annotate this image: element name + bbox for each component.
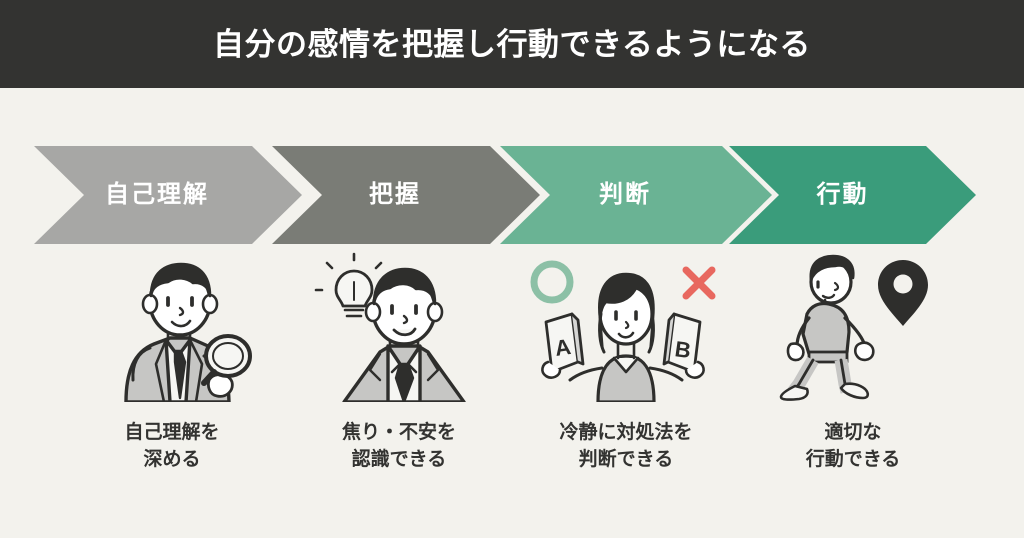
chevron-label-self-understanding: 自己理解 <box>105 181 209 208</box>
walking-person-with-map-pin-icon <box>779 254 928 401</box>
man-with-lightbulb-idea-icon <box>314 252 466 402</box>
step-column-action: 適切な 行動できる <box>739 252 967 474</box>
lightbulb-icon <box>314 252 383 318</box>
svg-text:B: B <box>673 336 692 363</box>
illustration-action <box>753 252 953 402</box>
illustration-judgement: A B <box>526 252 726 402</box>
woman-choosing-a-b-cards-icon: A B <box>530 260 716 402</box>
map-pin-icon <box>878 260 928 326</box>
chevron-step-grasp[interactable]: 把握 <box>272 146 540 244</box>
man-with-magnifying-glass-icon <box>124 262 252 402</box>
caption-grasp: 焦り・不安を 認識できる <box>341 422 456 470</box>
header-bar: 自分の感情を把握し行動できるようになる <box>0 0 1024 88</box>
page-title: 自分の感情を把握し行動できるようになる <box>213 26 811 62</box>
process-chevron-band: 自己理解 把握 判断 行動 <box>0 146 1024 244</box>
caption-self-understanding: 自己理解を 深める <box>124 422 220 470</box>
caption-action: 適切な 行動できる <box>805 422 901 470</box>
step-detail-columns: 自己理解を 深める <box>0 252 1024 502</box>
chevron-step-self-understanding[interactable]: 自己理解 <box>34 146 302 244</box>
step-column-judgement: A B 冷静に対処法を 判断できる <box>512 252 740 474</box>
chevron-label-grasp: 把握 <box>369 181 421 208</box>
chevron-label-judgement: 判断 <box>599 181 651 208</box>
circle-mark-icon <box>530 260 574 304</box>
caption-judgement: 冷静に対処法を 判断できる <box>559 422 693 470</box>
chevron-step-judgement[interactable]: 判断 <box>500 146 772 244</box>
step-column-self-understanding: 自己理解を 深める <box>58 252 286 474</box>
svg-text:A: A <box>553 334 572 361</box>
illustration-self-understanding <box>72 252 272 402</box>
step-column-grasp: 焦り・不安を 認識できる <box>285 252 513 474</box>
chevron-label-action: 行動 <box>816 181 869 208</box>
illustration-grasp <box>299 252 499 402</box>
cross-mark-icon <box>682 266 716 300</box>
